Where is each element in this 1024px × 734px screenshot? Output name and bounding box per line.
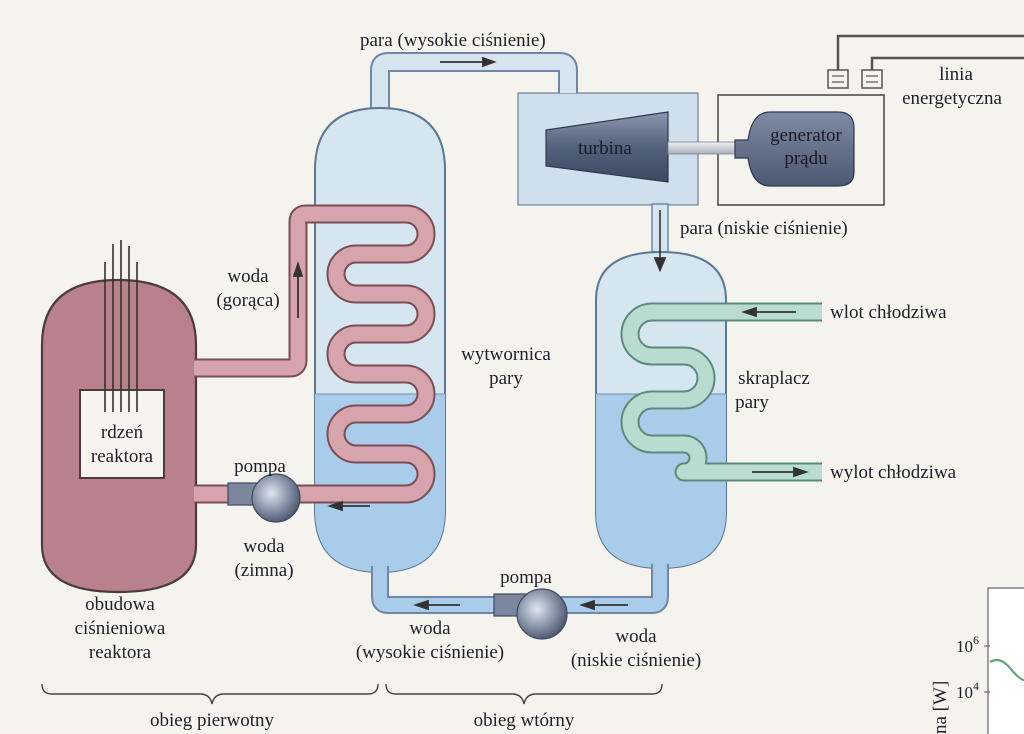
label-turbine: turbina xyxy=(578,138,632,159)
tick-label-upper: 106 xyxy=(956,633,979,656)
label-core-1: rdzeń xyxy=(101,422,144,443)
reactor-core xyxy=(79,389,165,479)
condenser xyxy=(595,250,727,570)
label-hot-water-1: woda xyxy=(227,266,269,287)
label-pump-secondary: pompa xyxy=(500,567,552,588)
brace-secondary-loop xyxy=(385,683,663,705)
partial-figure xyxy=(984,587,1024,734)
brace-primary-loop xyxy=(41,683,379,705)
flow-arrows xyxy=(292,56,809,611)
steam-generator xyxy=(314,106,446,574)
label-vessel-2: ciśnieniowa xyxy=(75,618,166,639)
label-core-2: reaktora xyxy=(91,446,154,467)
partial-axis-label: na [W] xyxy=(930,681,951,734)
label-hot-water-2: (gorąca) xyxy=(216,290,279,311)
label-steam-generator-2: pary xyxy=(489,368,523,389)
label-power-line-2: energetyczna xyxy=(902,88,1002,109)
power-line xyxy=(827,34,1024,89)
label-vessel-1: obudowa xyxy=(85,594,155,615)
label-steam-high: para (wysokie ciśnienie) xyxy=(360,30,546,51)
label-cold-water-2: (zimna) xyxy=(234,560,293,581)
label-primary-loop: obieg pierwotny xyxy=(150,710,275,731)
label-coolant-in: wlot chłodziwa xyxy=(830,302,947,323)
secondary-pump xyxy=(493,588,568,640)
label-steam-generator-1: wytwornica xyxy=(461,344,551,365)
label-generator-2: prądu xyxy=(784,148,828,169)
partial-curve xyxy=(989,658,1024,682)
label-coolant-out: wylot chłodziwa xyxy=(830,462,957,483)
primary-pump xyxy=(227,473,301,523)
turbine xyxy=(545,111,669,183)
label-condenser-1: skraplacz xyxy=(738,368,810,389)
label-pump-primary: pompa xyxy=(234,456,286,477)
label-steam-low: para (niskie ciśnienie) xyxy=(680,218,848,239)
label-vessel-3: reaktora xyxy=(89,642,152,663)
label-water-lp-2: (niskie ciśnienie) xyxy=(571,650,701,671)
generator xyxy=(734,111,855,187)
label-water-hp-2: (wysokie ciśnienie) xyxy=(356,642,504,663)
label-power-line-1: linia xyxy=(939,64,973,85)
label-water-lp-1: woda xyxy=(615,626,657,647)
label-cold-water-1: woda xyxy=(243,536,285,557)
turbine-shaft xyxy=(667,141,739,155)
tick-label-lower: 104 xyxy=(956,679,979,702)
label-water-hp-1: woda xyxy=(409,618,451,639)
label-generator-1: generator xyxy=(770,125,842,146)
label-secondary-loop: obieg wtórny xyxy=(474,710,575,731)
label-condenser-2: pary xyxy=(735,392,769,413)
